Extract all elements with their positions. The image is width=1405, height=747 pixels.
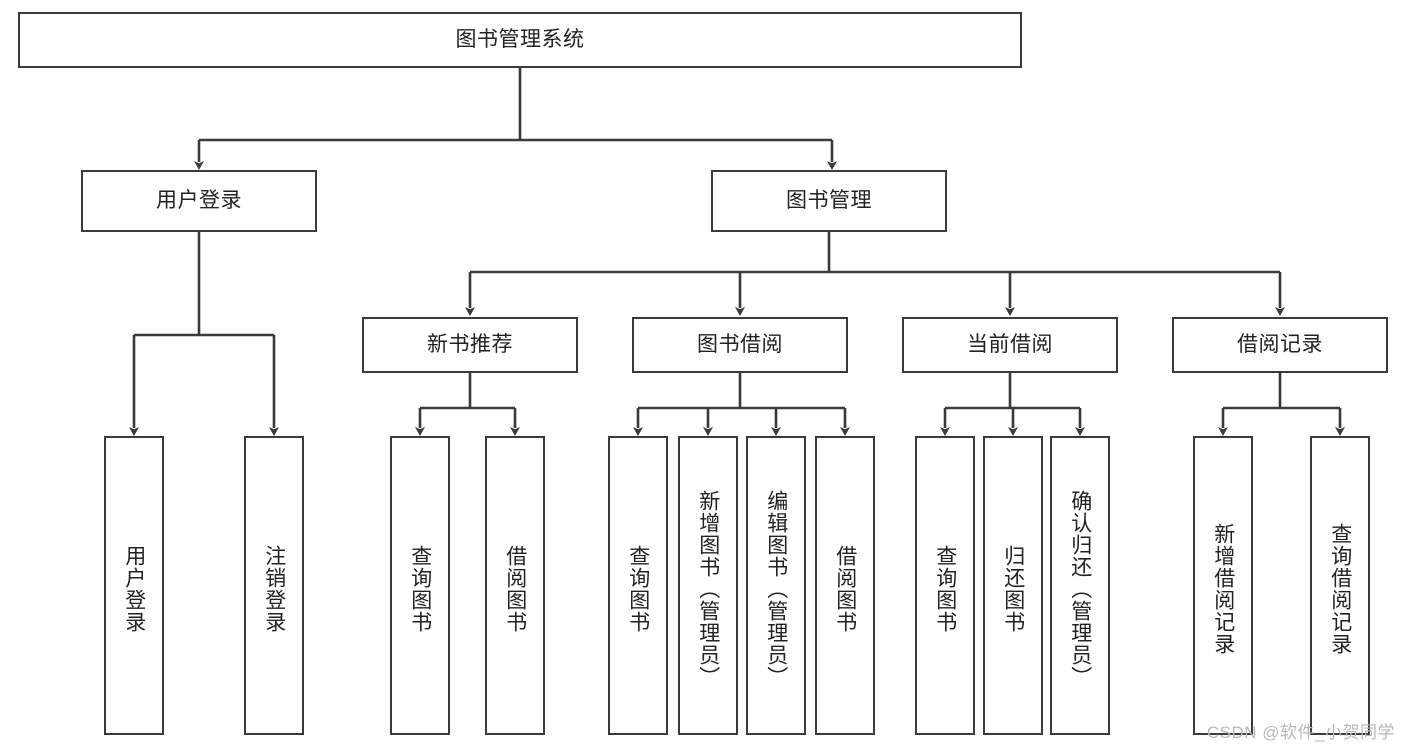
node-leaf-query-book-cur-label: 查询图书 [933,544,957,633]
node-leaf-edit-book-label: 编辑图书（管理员） [764,489,788,688]
node-leaf-return-book-label: 归还图书 [1001,544,1025,633]
node-leaf-logout[interactable]: 注销登录 [244,436,304,735]
node-book-borrow[interactable]: 图书借阅 [632,317,848,373]
node-new-book-rec-label: 新书推荐 [427,333,513,357]
node-leaf-query-record[interactable]: 查询借阅记录 [1310,436,1370,735]
node-leaf-query-book-rec-label: 查询图书 [408,544,432,633]
node-leaf-query-book-rec[interactable]: 查询图书 [390,436,450,735]
node-leaf-query-record-label: 查询借阅记录 [1328,522,1352,655]
node-leaf-confirm-return[interactable]: 确认归还（管理员） [1050,436,1110,735]
node-leaf-borrow-book-label: 借阅图书 [833,544,857,633]
node-book-borrow-label: 图书借阅 [697,333,783,357]
node-current-borrow[interactable]: 当前借阅 [902,317,1118,373]
node-root-label: 图书管理系统 [455,28,585,52]
node-leaf-query-book-label: 查询图书 [626,544,650,633]
node-leaf-confirm-return-label: 确认归还（管理员） [1068,489,1092,688]
node-leaf-user-login-label: 用户登录 [122,544,146,633]
node-leaf-query-book-cur[interactable]: 查询图书 [915,436,975,735]
node-user-login-label: 用户登录 [156,189,242,213]
node-user-login[interactable]: 用户登录 [81,170,317,232]
node-book-manage-label: 图书管理 [786,189,872,213]
node-new-book-rec[interactable]: 新书推荐 [362,317,578,373]
node-borrow-record-label: 借阅记录 [1237,333,1323,357]
node-leaf-query-book[interactable]: 查询图书 [608,436,668,735]
node-leaf-edit-book[interactable]: 编辑图书（管理员） [746,436,806,735]
node-leaf-add-record[interactable]: 新增借阅记录 [1193,436,1253,735]
node-leaf-return-book[interactable]: 归还图书 [983,436,1043,735]
node-leaf-borrow-book[interactable]: 借阅图书 [815,436,875,735]
node-root[interactable]: 图书管理系统 [18,12,1022,68]
node-borrow-record[interactable]: 借阅记录 [1172,317,1388,373]
node-leaf-add-book-label: 新增图书（管理员） [696,489,720,688]
node-leaf-borrow-book-rec[interactable]: 借阅图书 [485,436,545,735]
node-leaf-borrow-book-rec-label: 借阅图书 [503,544,527,633]
node-leaf-add-book[interactable]: 新增图书（管理员） [678,436,738,735]
node-leaf-user-login[interactable]: 用户登录 [104,436,164,735]
node-leaf-add-record-label: 新增借阅记录 [1211,522,1235,655]
node-current-borrow-label: 当前借阅 [967,333,1053,357]
node-leaf-logout-label: 注销登录 [262,544,286,633]
node-book-manage[interactable]: 图书管理 [711,170,947,232]
